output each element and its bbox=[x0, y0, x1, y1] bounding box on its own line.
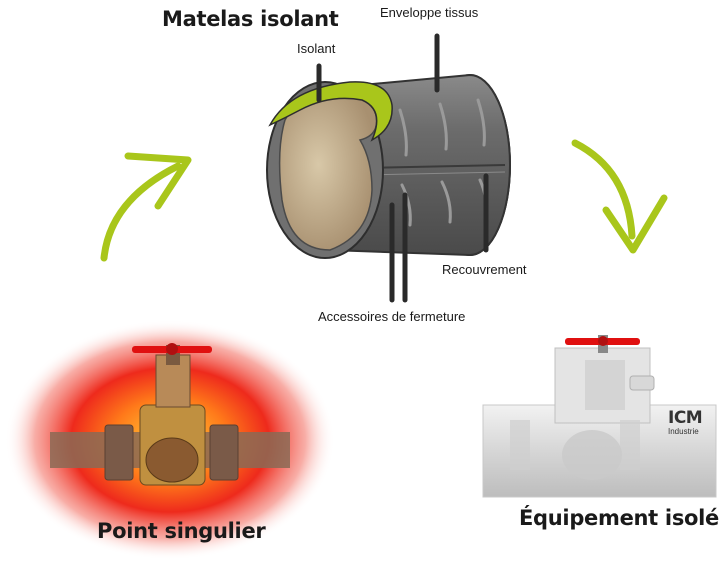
caption-point-singulier: Point singulier bbox=[97, 519, 266, 543]
insulation-mattress-illustration bbox=[266, 73, 511, 259]
hot-valve-illustration bbox=[5, 320, 335, 560]
arrow-right-down bbox=[571, 139, 668, 254]
arrow-left-up bbox=[100, 152, 192, 262]
insulated-valve-illustration bbox=[482, 335, 717, 498]
label-accessoires-fermeture: Accessoires de fermeture bbox=[318, 309, 466, 324]
icm-logo: ICM Industrie bbox=[668, 408, 703, 436]
pointer-lines bbox=[316, 33, 489, 303]
icm-logo-sub: Industrie bbox=[668, 427, 699, 436]
label-recouvrement: Recouvrement bbox=[442, 262, 527, 277]
label-isolant: Isolant bbox=[297, 41, 336, 56]
caption-equipement-isole: Équipement isolé bbox=[519, 506, 719, 530]
icm-logo-brand: ICM bbox=[668, 408, 703, 428]
label-enveloppe-tissus: Enveloppe tissus bbox=[380, 5, 479, 20]
diagram-title: Matelas isolant bbox=[162, 7, 339, 31]
